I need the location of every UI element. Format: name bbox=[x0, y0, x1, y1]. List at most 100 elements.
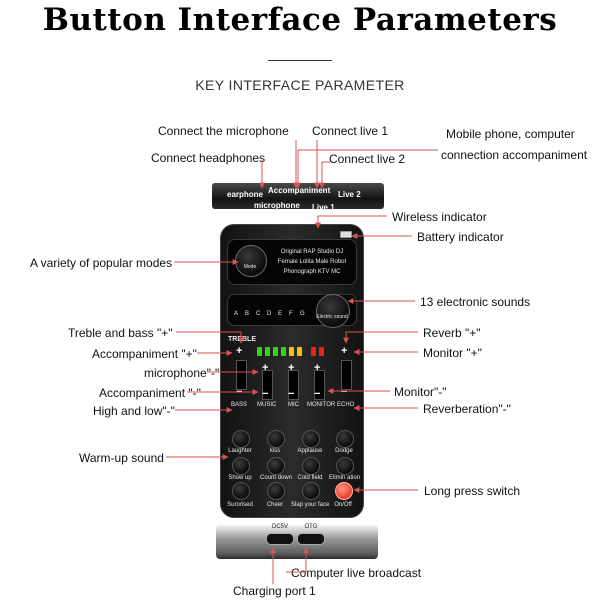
pad-surprised[interactable] bbox=[232, 482, 250, 500]
echo-plus-button[interactable]: + bbox=[341, 345, 348, 357]
channel-monitor: MONITOR bbox=[307, 402, 336, 408]
channel-echo: ECHO bbox=[337, 402, 355, 408]
led-green-2 bbox=[265, 347, 270, 356]
pad-label-applause: Applause bbox=[297, 448, 323, 454]
music-minus-button[interactable]: − bbox=[262, 388, 269, 400]
page-subtitle: KEY INTERFACE PARAMETER bbox=[195, 77, 405, 93]
label-electronic-sounds: 13 electronic sounds bbox=[420, 295, 531, 309]
label-monitor-plus: Monitor "+" bbox=[423, 346, 482, 360]
label-accompaniment-minus: Accompaniment "-" bbox=[99, 386, 201, 400]
sound-letter-e: E bbox=[278, 311, 283, 317]
label-connect-live-2: Connect live 2 bbox=[329, 152, 406, 166]
led-yellow-2 bbox=[297, 347, 302, 356]
label-accompaniment-plus: Accompaniment "+" bbox=[92, 347, 197, 361]
label-long-press-switch: Long press switch bbox=[424, 484, 521, 498]
port-label-earphone: earphone bbox=[227, 190, 264, 199]
port-label-accompaniment: Accompaniment bbox=[268, 186, 331, 195]
led-red-1 bbox=[311, 347, 316, 356]
pad-label-cheer: Cheer bbox=[266, 502, 284, 508]
led-green-3 bbox=[273, 347, 278, 356]
sound-letter-g: G bbox=[300, 311, 305, 317]
label-connect-headphones: Connect headphones bbox=[151, 151, 266, 165]
pad-kiss[interactable] bbox=[267, 430, 285, 448]
mode-line-3: Phonograph KTV MC bbox=[283, 269, 341, 275]
label-high-low-minus: High and low"-" bbox=[93, 404, 175, 418]
sound-letter-c: C bbox=[256, 311, 261, 317]
led-yellow-1 bbox=[289, 347, 294, 356]
label-connect-live-1: Connect live 1 bbox=[312, 124, 389, 138]
pad-label-laughter: Laughter bbox=[228, 448, 252, 454]
pad-label-surprised: Surorised bbox=[227, 502, 253, 508]
label-treble-bass-plus: Treble and bass "+" bbox=[68, 326, 173, 340]
mic-plus-button[interactable]: + bbox=[288, 362, 295, 374]
fader-bass[interactable] bbox=[236, 360, 247, 390]
label-connect-microphone: Connect the microphone bbox=[158, 124, 289, 138]
channel-mic: MIC bbox=[288, 402, 299, 408]
sound-letter-b: B bbox=[245, 311, 250, 317]
pad-elimination[interactable] bbox=[336, 457, 354, 475]
label-popular-modes: A variety of popular modes bbox=[30, 256, 173, 270]
mode-line-1: Original RAP Studio DJ bbox=[280, 249, 344, 255]
port-label-microphone: microphone bbox=[254, 201, 300, 210]
sound-letter-f: F bbox=[289, 311, 293, 317]
label-microphone-minus: microphone"-" bbox=[144, 366, 220, 380]
charging-port bbox=[266, 533, 294, 545]
pad-label-show-up: Show up bbox=[228, 475, 252, 481]
mode-knob-label: Mode bbox=[243, 264, 257, 270]
pad-slap-your-face[interactable] bbox=[302, 482, 320, 500]
power-button[interactable] bbox=[335, 482, 353, 500]
power-button-label: On/Off bbox=[334, 502, 352, 508]
mode-knob[interactable] bbox=[235, 245, 267, 277]
label-mobile-connection-line1: Mobile phone, computer bbox=[446, 127, 575, 141]
label-monitor-minus: Monitor"-" bbox=[394, 385, 447, 399]
pad-label-cold-field: Cold field bbox=[297, 475, 323, 481]
sound-letter-d: D bbox=[267, 311, 272, 317]
sound-letter-a: A bbox=[234, 311, 239, 317]
pad-laughter[interactable] bbox=[232, 430, 250, 448]
pad-label-kiss: kiss bbox=[269, 448, 281, 454]
page-title: Button Interface Parameters bbox=[42, 2, 558, 38]
led-red-2 bbox=[319, 347, 324, 356]
port-label-live-1: Live 1 bbox=[312, 203, 335, 212]
treble-label: TREBLE bbox=[228, 336, 256, 343]
port-label-otg: OTG bbox=[304, 524, 318, 530]
channel-music: MUSIC bbox=[257, 402, 277, 408]
title-divider bbox=[268, 60, 332, 61]
label-warmup-sound: Warm-up sound bbox=[79, 451, 164, 465]
music-plus-button[interactable]: + bbox=[262, 362, 269, 374]
bass-plus-button[interactable]: + bbox=[236, 345, 243, 357]
led-green-4 bbox=[281, 347, 286, 356]
label-charging-port-1: Charging port 1 bbox=[233, 584, 316, 598]
label-computer-live-broadcast: Computer live broadcast bbox=[291, 566, 422, 580]
battery-icon bbox=[340, 231, 352, 238]
fader-music[interactable] bbox=[262, 370, 273, 400]
electric-sound-knob[interactable] bbox=[316, 294, 350, 328]
label-reverberation-minus: Reverberation"-" bbox=[423, 402, 511, 416]
echo-minus-button[interactable]: − bbox=[341, 386, 348, 398]
channel-bass: BASS bbox=[231, 402, 248, 408]
pad-cheer[interactable] bbox=[267, 482, 285, 500]
fader-echo[interactable] bbox=[341, 360, 352, 390]
pad-label-slap-your-face: Slap your face bbox=[291, 502, 330, 508]
monitor-minus-button[interactable]: − bbox=[314, 388, 321, 400]
pad-label-count-down: Count down bbox=[260, 475, 293, 481]
port-label-dc5v: DC5V bbox=[271, 524, 288, 530]
monitor-plus-button[interactable]: + bbox=[314, 362, 321, 374]
otg-port bbox=[297, 533, 325, 545]
pad-label-elimination: Elimin ation bbox=[329, 475, 361, 481]
pad-show-up[interactable] bbox=[232, 457, 250, 475]
label-reverb-plus: Reverb "+" bbox=[423, 326, 481, 340]
fader-mic[interactable] bbox=[288, 370, 299, 400]
pad-applause[interactable] bbox=[302, 430, 320, 448]
fader-monitor[interactable] bbox=[314, 370, 325, 400]
bass-minus-button[interactable]: − bbox=[236, 386, 243, 398]
mode-line-2: Female Lolita Male Robot bbox=[277, 259, 347, 265]
port-label-live-2: Live 2 bbox=[338, 190, 361, 199]
mic-minus-button[interactable]: − bbox=[288, 388, 295, 400]
pad-dodge[interactable] bbox=[336, 430, 354, 448]
pad-count-down[interactable] bbox=[267, 457, 285, 475]
label-wireless-indicator: Wireless indicator bbox=[392, 210, 487, 224]
pad-cold-field[interactable] bbox=[302, 457, 320, 475]
label-mobile-connection-line2: connection accompaniment bbox=[441, 148, 588, 162]
